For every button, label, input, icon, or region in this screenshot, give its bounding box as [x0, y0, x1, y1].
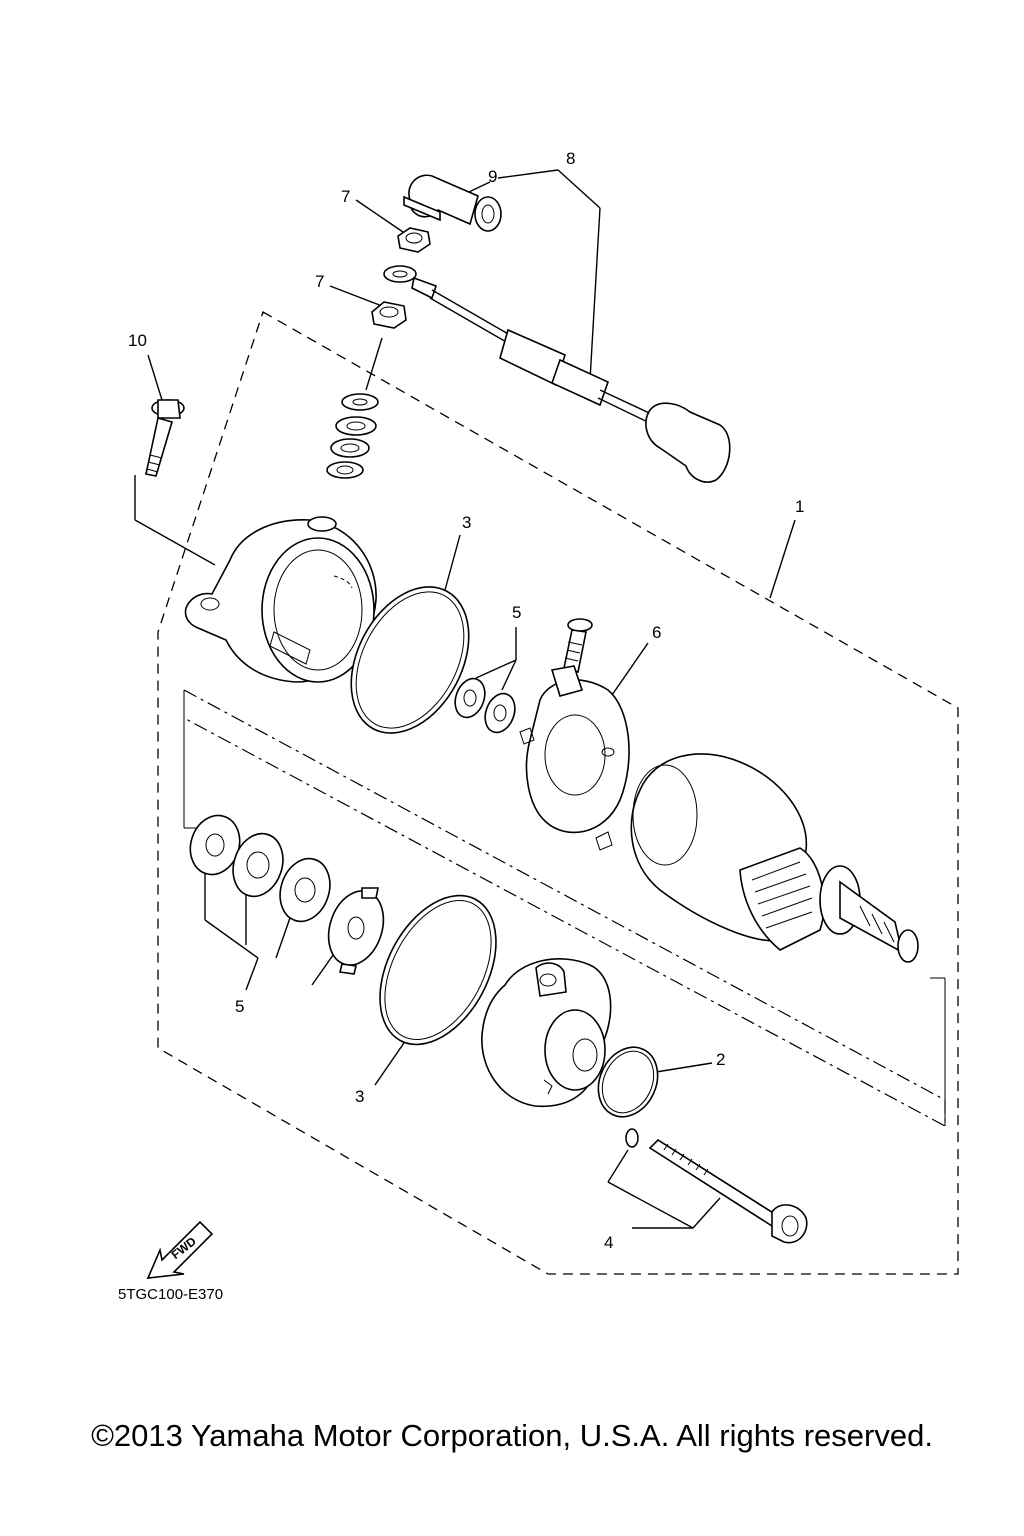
lock-plate [327, 887, 385, 975]
callout-7-lower: 7 [315, 272, 324, 291]
fwd-arrow-icon: FWD [146, 1220, 214, 1279]
lead-wire [383, 265, 731, 483]
flange-bolt [145, 399, 185, 477]
shim-lower-c [279, 857, 331, 923]
armature [630, 753, 919, 963]
callout-3-lower: 3 [355, 1087, 364, 1106]
o-ring-lower [379, 894, 497, 1046]
callout-5-lower: 5 [235, 997, 244, 1016]
through-bolt [625, 1128, 808, 1244]
shim-upper-a [454, 677, 486, 719]
callout-labels: 8 9 7 7 10 1 3 5 6 5 2 3 4 [128, 149, 804, 1252]
shim-lower-b [232, 832, 284, 898]
callout-5-upper: 5 [512, 603, 521, 622]
starter-front-cover [481, 958, 612, 1108]
callout-3-upper: 3 [462, 513, 471, 532]
callout-8: 8 [566, 149, 575, 168]
leader-lines [134, 169, 796, 1229]
o-ring-small [597, 1046, 659, 1118]
terminal-boot-cap [403, 174, 502, 232]
nut-upper [397, 227, 431, 253]
armature-group-outline [183, 689, 946, 1128]
o-ring-upper [350, 586, 470, 734]
shim-upper-b [484, 692, 516, 734]
washer-stack [326, 393, 379, 479]
nut-lower [371, 301, 407, 329]
callout-1: 1 [795, 497, 804, 516]
callout-2: 2 [716, 1050, 725, 1069]
diagram-code: 5TGC100-E370 [118, 1286, 223, 1303]
brush-holder [519, 618, 630, 851]
shim-lower-a [189, 814, 241, 876]
callout-7-upper: 7 [341, 187, 350, 206]
assembly-outline [157, 311, 959, 1275]
copyright-notice: ©2013 Yamaha Motor Corporation, U.S.A. A… [91, 1418, 933, 1453]
callout-10: 10 [128, 331, 147, 350]
starter-rear-cover [184, 516, 377, 683]
callout-9: 9 [488, 167, 497, 186]
callout-4: 4 [604, 1233, 613, 1252]
callout-6: 6 [652, 623, 661, 642]
